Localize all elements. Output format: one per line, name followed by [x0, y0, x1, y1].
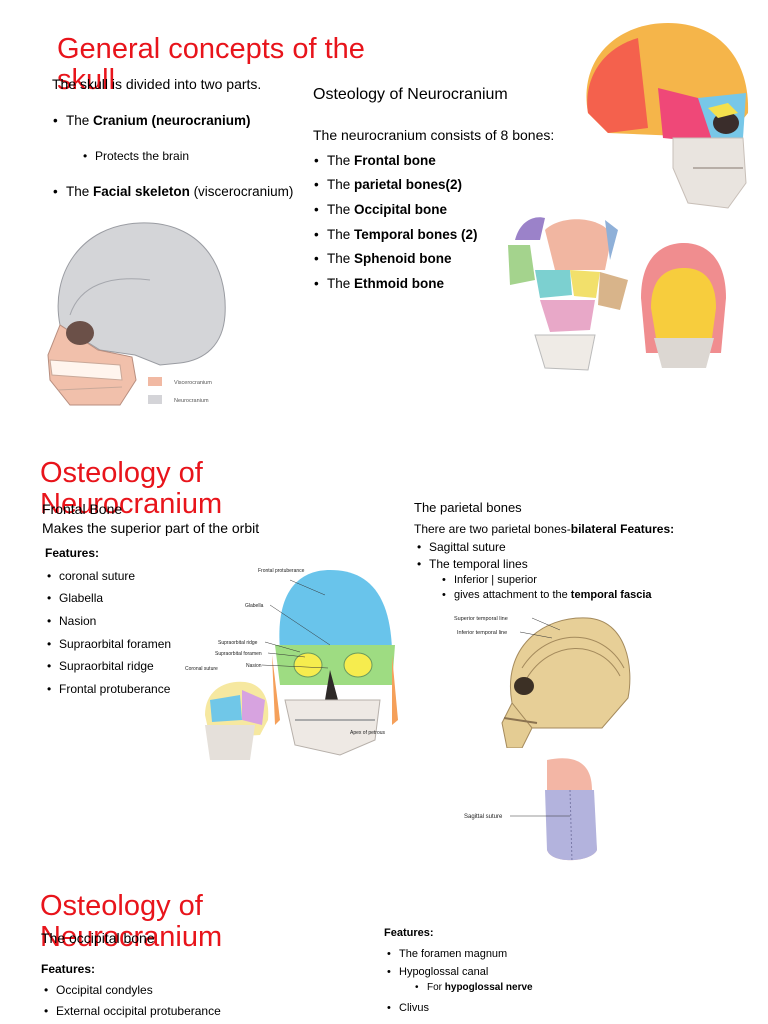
parietal-sub-inferior-superior: Inferior | superior [442, 574, 537, 586]
occipital-item-text: Clivus [399, 1002, 429, 1014]
neurocranium-consists: The neurocranium consists of 8 bones: [313, 127, 555, 143]
cranium-prefix: The [66, 113, 94, 128]
colored-skull-image [586, 23, 749, 209]
cranium-bullet: The Cranium (neurocranium) [53, 113, 251, 128]
bone-prefix: The [327, 227, 355, 242]
slide2-features-label: Features: [45, 546, 100, 560]
feature-supraorbital-ridge: Supraorbital ridge [47, 659, 154, 673]
bone-prefix: The [327, 153, 355, 168]
parietal-sagittal-suture: Sagittal suture [417, 540, 506, 554]
feature-text: Glabella [59, 591, 104, 605]
protects-brain-bullet: Protects the brain [83, 149, 190, 163]
parietal-lateral-image: Superior temporal line Inferior temporal… [454, 616, 631, 748]
label-inferior-temporal-line: Inferior temporal line [457, 630, 507, 636]
legend-viscerocranium: Viscerocranium [174, 380, 212, 386]
parietal-sub-temporal-fascia: gives attachment to the temporal fascia [442, 589, 652, 601]
slide3-right-features-label: Features: [384, 927, 434, 939]
parietal-features-label: Features: [616, 522, 675, 536]
temporal-fascia-term: temporal fascia [570, 589, 652, 601]
occipital-item-text: The foramen magnum [399, 948, 508, 960]
hypoglossal-nerve-subitem: For hypoglossal nerve [415, 982, 533, 993]
facial-skeleton-bullet: The Facial skeleton (viscerocranium) [53, 184, 294, 199]
bone-name: Sphenoid bone [354, 251, 452, 266]
bone-item-frontal: The Frontal bone [314, 153, 436, 168]
neurocranium-swatch [148, 395, 162, 404]
facial-term: Facial skeleton [93, 184, 190, 199]
parietal-sub-prefix: gives attachment to the [454, 589, 571, 601]
feature-coronal-suture: coronal suture [47, 569, 136, 583]
bone-prefix: The [327, 177, 355, 192]
bone-item-temporal: The Temporal bones (2) [314, 227, 478, 242]
label-superior-temporal-line: Superior temporal line [454, 616, 508, 622]
slide2-subtitle: Frontal Bone [42, 501, 123, 517]
feature-supraorbital-foramen: Supraorbital foramen [47, 637, 172, 651]
slide2-title: Osteology of Neurocranium [40, 457, 223, 520]
slide1-intro: The skull is divided into two parts. [52, 76, 262, 92]
label-coronal-suture: Coronal suture [185, 666, 218, 672]
parietal-intro: There are two parietal bones-bilateral F… [414, 522, 674, 536]
viscerocranium-swatch [148, 377, 162, 386]
label-supraorbital-foramen: Supraorbital foramen [215, 651, 262, 657]
feature-glabella: Glabella [47, 591, 104, 605]
neurocranium-heading: Osteology of Neurocranium [313, 86, 508, 103]
slide3-subtitle: The occipital bone [41, 930, 155, 946]
label-glabella: Glabella [245, 603, 264, 609]
label-sagittal-suture: Sagittal suture [464, 814, 503, 820]
bone-item-parietal: The parietal bones(2) [314, 177, 463, 192]
bone-item-occipital: The Occipital bone [314, 202, 448, 217]
occipital-item-text: Occipital condyles [56, 983, 153, 997]
exploded-skull-image [508, 217, 628, 371]
bone-name: Occipital bone [354, 202, 448, 217]
hypoglossal-nerve-term: hypoglossal nerve [444, 982, 533, 993]
feature-text: Nasion [59, 614, 97, 628]
facial-suffix: (viscerocranium) [189, 184, 294, 199]
bone-item-ethmoid: The Ethmoid bone [314, 276, 445, 291]
bone-name: Temporal bones (2) [354, 227, 478, 242]
occipital-item-text: External occipital protuberance [56, 1004, 221, 1018]
parietal-superior-image: Sagittal suture [464, 758, 597, 863]
feature-text: Supraorbital foramen [59, 637, 172, 651]
parietal-temporal-lines: The temporal lines [417, 557, 528, 571]
bone-name: Ethmoid bone [354, 276, 445, 291]
parietal-sub-text: Inferior | superior [454, 574, 537, 586]
bone-prefix: The [327, 276, 355, 291]
slide3-features-label: Features: [41, 962, 96, 976]
parietal-intro-text: There are two parietal bones- [414, 522, 571, 536]
frontal-bone-image: Frontal protuberance Glabella Supraorbit… [185, 568, 398, 760]
slide1-title: General concepts of the skull [57, 33, 365, 96]
bone-prefix: The [327, 202, 355, 217]
feature-nasion: Nasion [47, 614, 97, 628]
lateral-skull-image: Viscerocranium Neurocranium [40, 215, 240, 410]
bone-name: parietal bones(2) [354, 177, 463, 192]
label-frontal-protuberance: Frontal protuberance [258, 568, 305, 574]
occipital-condyles-item: Occipital condyles [44, 983, 153, 997]
label-supraorbital-ridge: Supraorbital ridge [218, 640, 258, 646]
feature-frontal-protuberance: Frontal protuberance [47, 682, 171, 696]
parietal-item-text: The temporal lines [429, 557, 528, 571]
posterior-skull-image [641, 243, 726, 368]
feature-text: Frontal protuberance [59, 682, 171, 696]
external-occipital-protuberance-item: External occipital protuberance [44, 1004, 221, 1018]
slide2-orbit-text: Makes the superior part of the orbit [42, 520, 260, 536]
bone-item-sphenoid: The Sphenoid bone [314, 251, 452, 266]
protects-brain-text: Protects the brain [95, 149, 190, 163]
feature-text: coronal suture [59, 569, 136, 583]
slide3-title: Osteology of Neurocranium [40, 890, 223, 953]
label-apex-of-petrous: Apex of petrous [350, 730, 386, 736]
cranium-term: Cranium (neurocranium) [93, 113, 251, 128]
occipital-item-text: Hypoglossal canal [399, 966, 489, 978]
parietal-bilateral: bilateral [570, 522, 617, 536]
label-nasion: Nasion [246, 663, 262, 669]
hypoglossal-canal-item: Hypoglossal canal [387, 966, 489, 978]
parietal-item-text: Sagittal suture [429, 540, 506, 554]
clivus-item: Clivus [387, 1002, 429, 1014]
legend-neurocranium: Neurocranium [174, 398, 209, 404]
bone-name: Frontal bone [354, 153, 436, 168]
facial-prefix: The [66, 184, 94, 199]
feature-text: Supraorbital ridge [59, 659, 154, 673]
nerve-prefix: For [427, 982, 445, 993]
foramen-magnum-item: The foramen magnum [387, 948, 508, 960]
parietal-heading: The parietal bones [414, 500, 522, 515]
bone-prefix: The [327, 251, 355, 266]
